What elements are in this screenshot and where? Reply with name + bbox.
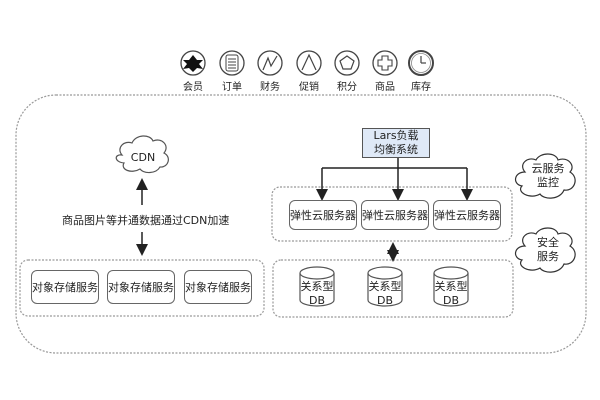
pentagon-icon[interactable] [334,50,360,76]
lars-load-balancer-box: Lars负载 均衡系统 [362,128,430,158]
cdn-cloud-shape [115,135,169,174]
star-of-david-icon[interactable] [180,50,206,76]
lars-line2: 均衡系统 [374,143,418,156]
lars-line1: Lars负载 [373,129,419,142]
server-box-3: 弹性云服务器 [433,200,501,230]
document-list-icon[interactable] [219,50,245,76]
toolbar-label-order: 订单 [222,82,242,93]
db-label-3: 关系型 DB [434,280,468,307]
security-cloud-label: 安全 服务 [537,236,559,263]
storage-group [19,259,265,317]
db-cylinder-1 [299,266,335,307]
toolbar-label-finance: 财务 [260,82,280,93]
plus-icon[interactable] [372,50,398,76]
arrow-up-icon[interactable] [296,50,322,76]
storage-box-2: 对象存储服务 [107,270,175,304]
clock-icon[interactable] [408,50,434,76]
toolbar-label-promotion: 促销 [299,82,319,93]
db-cylinder-3 [433,266,469,307]
toolbar-label-inventory: 库存 [411,82,431,93]
outer-container [15,94,587,354]
server-group [271,186,513,242]
storage-box-1: 对象存储服务 [31,270,99,304]
cdn-caption: 商品图片等并通数据通过CDN加速 [62,214,230,227]
toolbar-label-member: 会员 [183,82,203,93]
monitor-cloud-shape [515,153,576,199]
monitor-cloud-label: 云服务 监控 [531,162,565,189]
storage-box-3: 对象存储服务 [184,270,252,304]
zigzag-chart-icon[interactable] [257,50,283,76]
server-box-2: 弹性云服务器 [361,200,429,230]
db-label-1: 关系型 DB [300,280,334,307]
cdn-label: CDN [130,151,156,164]
toolbar-label-product: 商品 [375,82,395,93]
db-cylinder-2 [367,266,403,307]
toolbar-label-points: 积分 [337,82,357,93]
security-cloud-shape [515,227,576,273]
server-box-1: 弹性云服务器 [289,200,357,230]
db-label-2: 关系型 DB [368,280,402,307]
